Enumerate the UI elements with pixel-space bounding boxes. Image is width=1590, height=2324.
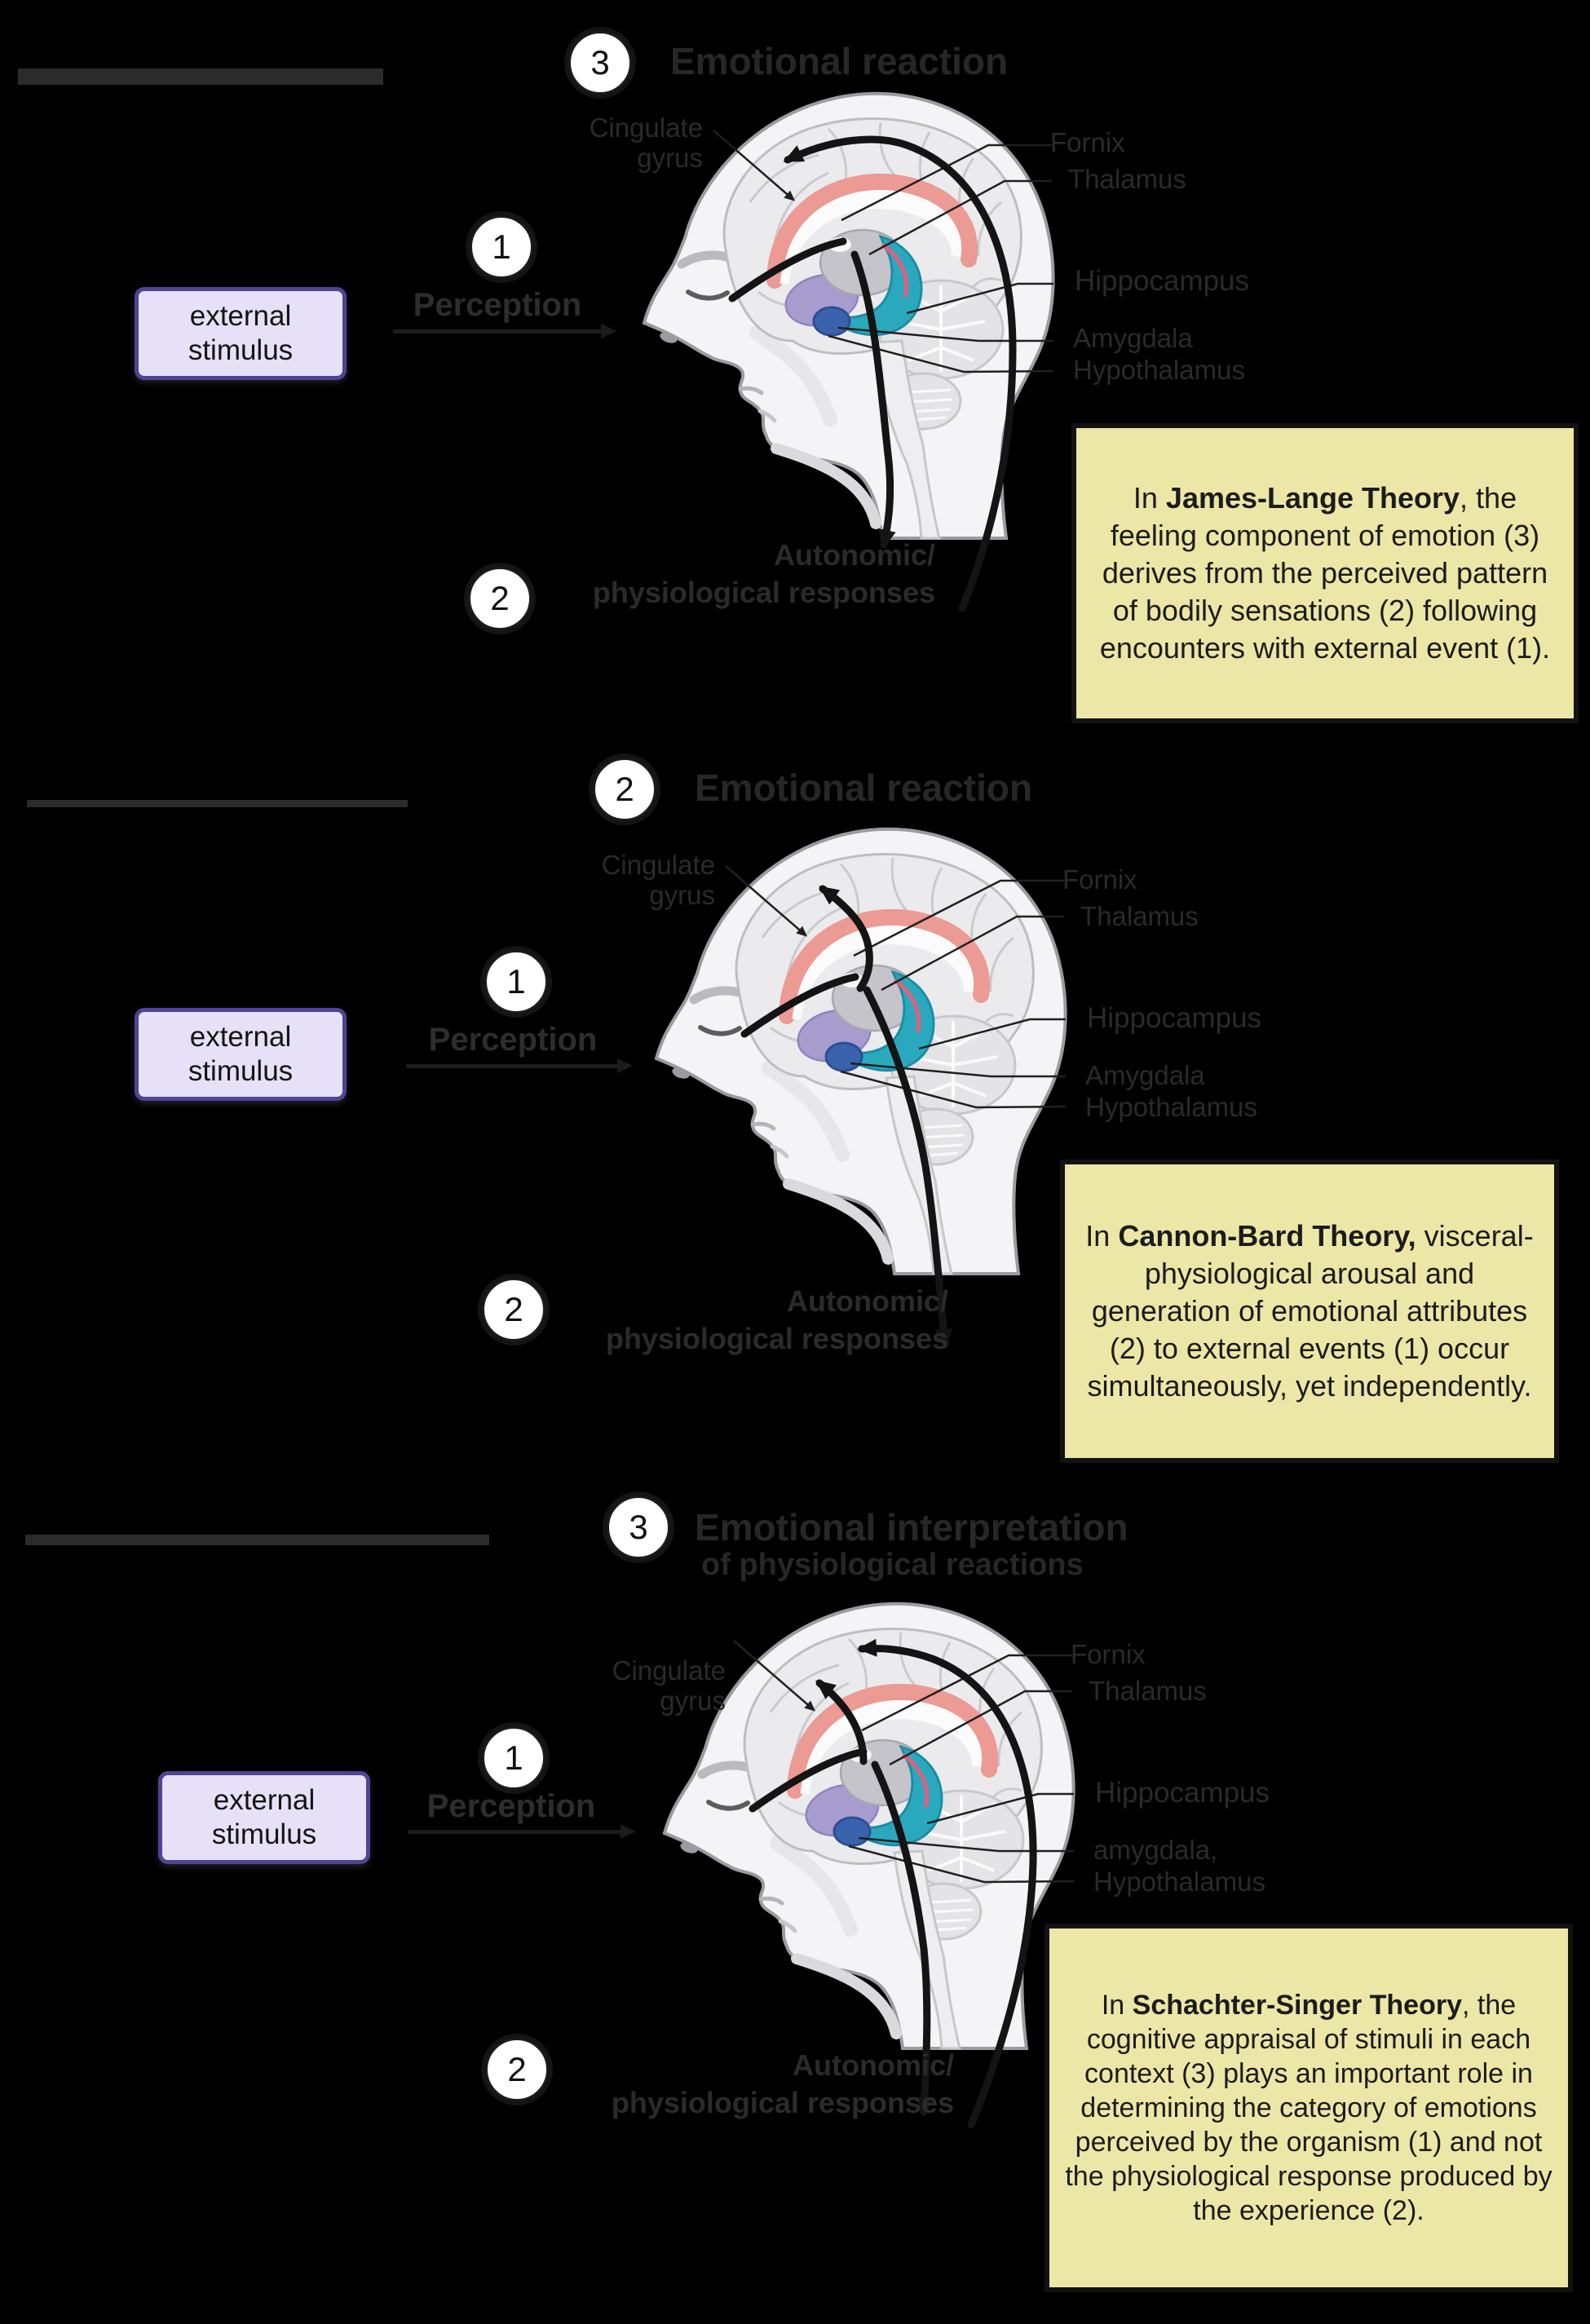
autonomic-pathway-arrow (863, 986, 953, 1349)
external-stimulus-box: external stimulus (135, 1008, 347, 1101)
theory-note-james-lange: In James-Lange Theory, the feeling compo… (1076, 428, 1574, 718)
autonomic-label-line2: physiological responses (605, 1322, 948, 1355)
thalamus-label: Thalamus (1080, 901, 1199, 931)
emotional-interpretation-subheading: of physiological reactions (701, 1548, 1084, 1582)
cingulate-label-line1: Cingulate (612, 1655, 726, 1686)
section-title-underline (18, 68, 383, 85)
thalamus-label: Thalamus (1089, 1676, 1207, 1706)
head-brain-illustration (636, 80, 1072, 612)
external-stimulus-box: external stimulus (158, 1771, 370, 1864)
hypothalamus-label: Hypothalamus (1093, 1867, 1265, 1897)
perception-pathway-arrow (749, 1747, 868, 1813)
theory-note-text: In Cannon-Bard Theory, visceral-physiolo… (1085, 1219, 1534, 1403)
section-cannon-bard: 2 Emotional reaction Cingulate gyrus For… (0, 742, 1590, 1460)
amygdala-label: amygdala, (1093, 1835, 1218, 1865)
hippocampus-label: Hippocampus (1087, 1002, 1261, 1034)
step-badge-perception: 1 (484, 950, 548, 1014)
amygdala-label: Amygdala (1073, 323, 1193, 353)
step-badge-emotional-reaction: 3 (568, 31, 632, 95)
hippocampus-label: Hippocampus (1075, 265, 1249, 297)
section-title-underline (25, 1535, 489, 1545)
cingulate-gyrus-label: Cingulate gyrus (563, 113, 703, 173)
cingulate-gyrus-label: Cingulate gyrus (585, 1655, 726, 1716)
theory-note-cannon-bard: In Cannon-Bard Theory, visceral-physiolo… (1065, 1164, 1554, 1458)
step-number: 1 (504, 1739, 523, 1777)
autonomic-label-line1: Autonomic/ (793, 2048, 954, 2082)
perception-label: Perception (426, 1788, 596, 1824)
step-number: 2 (490, 579, 510, 617)
step-badge-autonomic: 2 (482, 1278, 545, 1341)
head-brain-illustration (656, 1590, 1093, 2128)
cingulate-label-line1: Cingulate (601, 850, 715, 880)
pathway-arrows (740, 885, 953, 1349)
fornix-label: Fornix (1071, 1639, 1146, 1669)
perception-pathway-arrow (740, 973, 859, 1038)
stimulus-to-head-arrow (408, 1824, 636, 1839)
stimulus-to-head-arrow (393, 324, 616, 338)
step-number: 2 (504, 1290, 523, 1328)
head-brain-illustration (648, 815, 1084, 1349)
autonomic-label-line1: Autonomic/ (787, 1284, 948, 1318)
step-number: 1 (492, 228, 511, 266)
step-badge-autonomic: 2 (485, 2038, 549, 2101)
perception-pathway-arrow (728, 237, 847, 303)
thalamus-label: Thalamus (1068, 164, 1186, 194)
cingulate-label-line1: Cingulate (589, 113, 703, 143)
section-schachter-singer: 3 Emotional interpretation of physiologi… (0, 1460, 1590, 2324)
emotional-reaction-arrow (819, 885, 873, 992)
stimulus-to-head-arrow (406, 1058, 633, 1073)
fornix-label: Fornix (1062, 864, 1137, 895)
theory-note-schachter-singer: In Schachter-Singer Theory, the cognitiv… (1049, 1929, 1568, 2287)
pathway-arrows (728, 135, 1017, 612)
hypothalamus-label: Hypothalamus (1073, 355, 1245, 385)
cingulate-label-line2: gyrus (637, 143, 703, 173)
body-to-cortex-arrow (857, 1638, 1037, 2128)
step-badge-emotional-interpretation: 3 (607, 1496, 670, 1559)
cingulate-label-line2: gyrus (660, 1686, 726, 1716)
autonomic-label-line2: physiological responses (592, 576, 935, 609)
pathway-arrows (749, 1638, 1037, 2128)
hippocampus-label: Hippocampus (1095, 1777, 1270, 1809)
theory-note-text: In Schachter-Singer Theory, the cognitiv… (1065, 1990, 1552, 2226)
fornix-label: Fornix (1050, 127, 1125, 157)
hypothalamus-label: Hypothalamus (1085, 1092, 1257, 1122)
autonomic-pathway-arrow (871, 1761, 934, 2117)
section-title-underline (27, 800, 408, 807)
step-badge-autonomic: 2 (468, 567, 532, 630)
section-james-lange: 3 Emotional reaction Cingulate gyrus For… (0, 0, 1590, 742)
autonomic-label-line2: physiological responses (611, 2086, 954, 2119)
perception-label: Perception (413, 287, 582, 323)
step-badge-perception: 1 (470, 215, 533, 279)
step-badge-emotional-reaction: 2 (593, 758, 656, 821)
step-number: 2 (507, 2050, 527, 2088)
amygdala-label: Amygdala (1085, 1060, 1205, 1090)
appraisal-arrow (815, 1679, 868, 1765)
emotional-reaction-heading: Emotional reaction (670, 40, 1009, 82)
step-number: 3 (590, 43, 610, 82)
step-number: 3 (629, 1508, 648, 1546)
autonomic-label-line1: Autonomic/ (774, 538, 935, 572)
emotional-interpretation-heading: Emotional interpretation (695, 1506, 1128, 1549)
external-stimulus-box: external stimulus (135, 287, 347, 380)
step-badge-perception: 1 (482, 1726, 545, 1790)
theory-note-text: In James-Lange Theory, the feeling compo… (1099, 481, 1551, 665)
step-number: 2 (615, 770, 634, 808)
perception-label: Perception (428, 1022, 598, 1058)
autonomic-pathway-arrow (850, 250, 896, 550)
cingulate-gyrus-label: Cingulate gyrus (575, 850, 715, 910)
step-number: 1 (506, 962, 526, 1001)
cingulate-label-line2: gyrus (649, 880, 715, 910)
emotional-reaction-arrow (783, 135, 1017, 612)
emotional-reaction-heading: Emotional reaction (695, 767, 1033, 809)
